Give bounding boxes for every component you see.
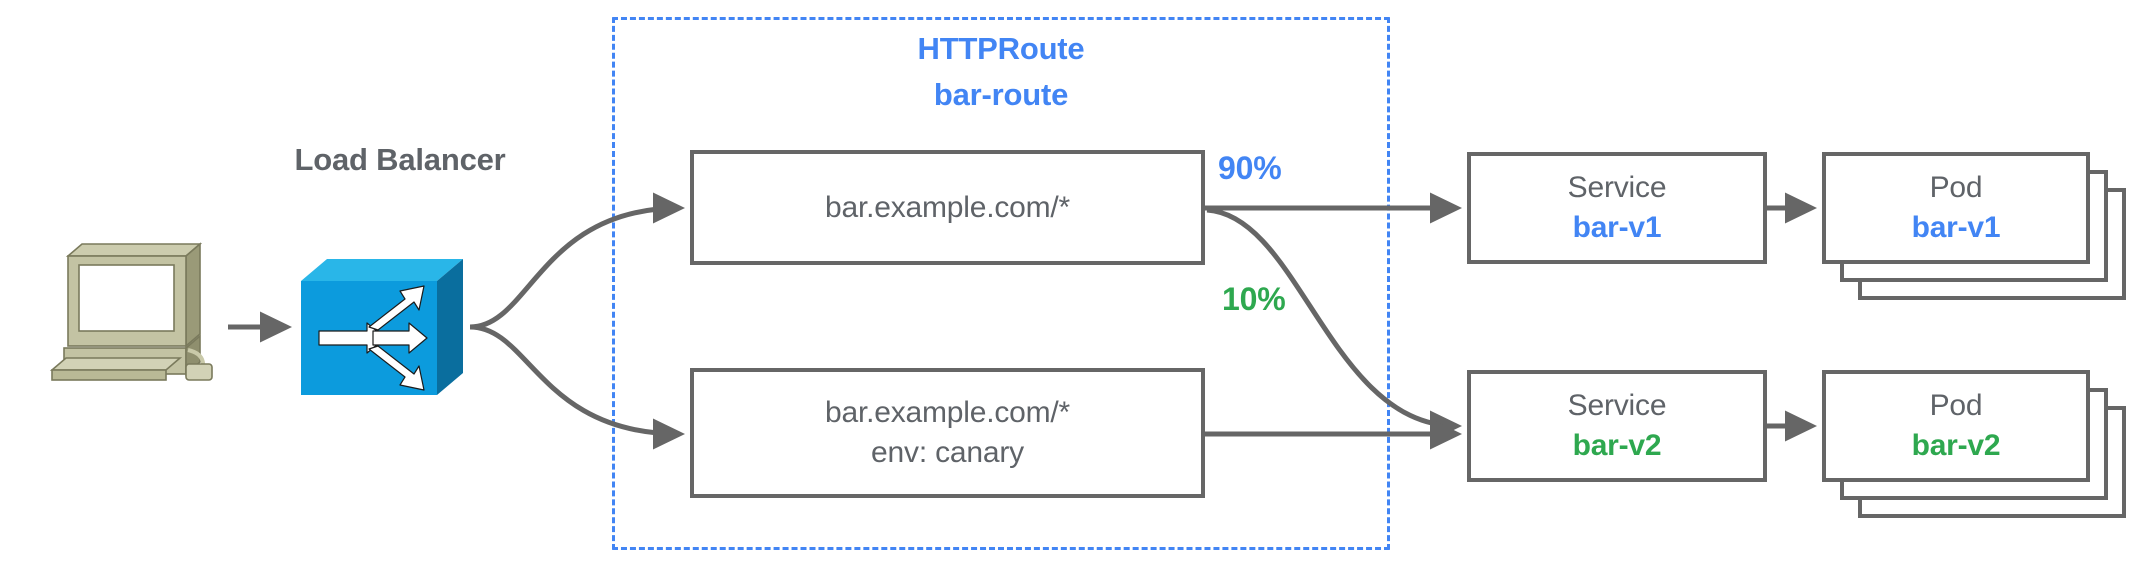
pod-stack-bar-v2[interactable]: Pod bar-v2 [1822,370,2126,520]
service-kind-label-v1: Service [1567,171,1667,204]
traffic-weight-canary: 10% [1222,281,1286,317]
route-match-primary-line1: bar.example.com/* [824,190,1071,224]
route-rule-box-canary[interactable]: bar.example.com/* env: canary [690,368,1205,498]
route-match-canary-line2: env: canary [871,436,1024,469]
pod-name-label-v1: bar-v1 [1911,211,2001,244]
desktop-computer-icon [38,238,223,383]
pod-replica-card-front-v2[interactable]: Pod bar-v2 [1822,370,2090,482]
service-name-label-v1: bar-v1 [1572,211,1662,244]
httproute-name-label: bar-route [933,77,1069,112]
pod-name-label-v2: bar-v2 [1911,429,2001,462]
service-box-bar-v1[interactable]: Service bar-v1 [1467,152,1767,264]
httproute-kind-label: HTTPRoute [917,31,1085,66]
service-box-bar-v2[interactable]: Service bar-v2 [1467,370,1767,482]
pod-stack-bar-v1[interactable]: Pod bar-v1 [1822,152,2126,302]
pod-kind-label-v2: Pod [1929,389,1983,422]
traffic-weight-primary: 90% [1218,150,1282,186]
route-match-canary-line1: bar.example.com/* [824,396,1071,429]
pod-replica-card-front-v1[interactable]: Pod bar-v1 [1822,152,2090,264]
route-rule-box-primary[interactable]: bar.example.com/* [690,150,1205,265]
httproute-title: HTTPRoute bar-route [612,26,1390,118]
network-switch-icon [297,255,467,400]
service-kind-label-v2: Service [1567,389,1667,422]
service-name-label-v2: bar-v2 [1572,429,1662,462]
load-balancer-label: Load Balancer [294,142,506,177]
pod-kind-label-v1: Pod [1929,171,1983,204]
